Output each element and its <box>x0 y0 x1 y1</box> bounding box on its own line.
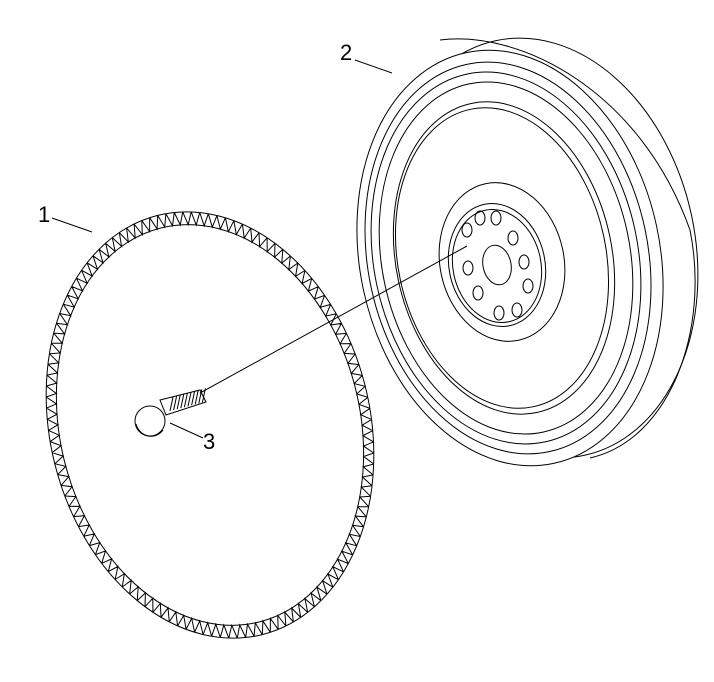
leader-line-3 <box>169 422 204 439</box>
ring-gear-part <box>45 211 375 639</box>
callout-label-1: 1 <box>38 202 51 227</box>
bolt-thread <box>169 388 206 412</box>
bolt-part <box>134 388 207 437</box>
flywheel-part <box>356 37 699 467</box>
callout-label-3: 3 <box>203 429 216 454</box>
bolt-thread-lines <box>169 388 206 412</box>
gear-teeth <box>45 211 375 639</box>
callout-label-2: 2 <box>340 40 353 65</box>
alignment-axis <box>199 245 468 394</box>
gear-teeth-outline <box>45 211 375 639</box>
leader-line-2 <box>354 59 393 74</box>
leader-line-1 <box>51 217 93 233</box>
